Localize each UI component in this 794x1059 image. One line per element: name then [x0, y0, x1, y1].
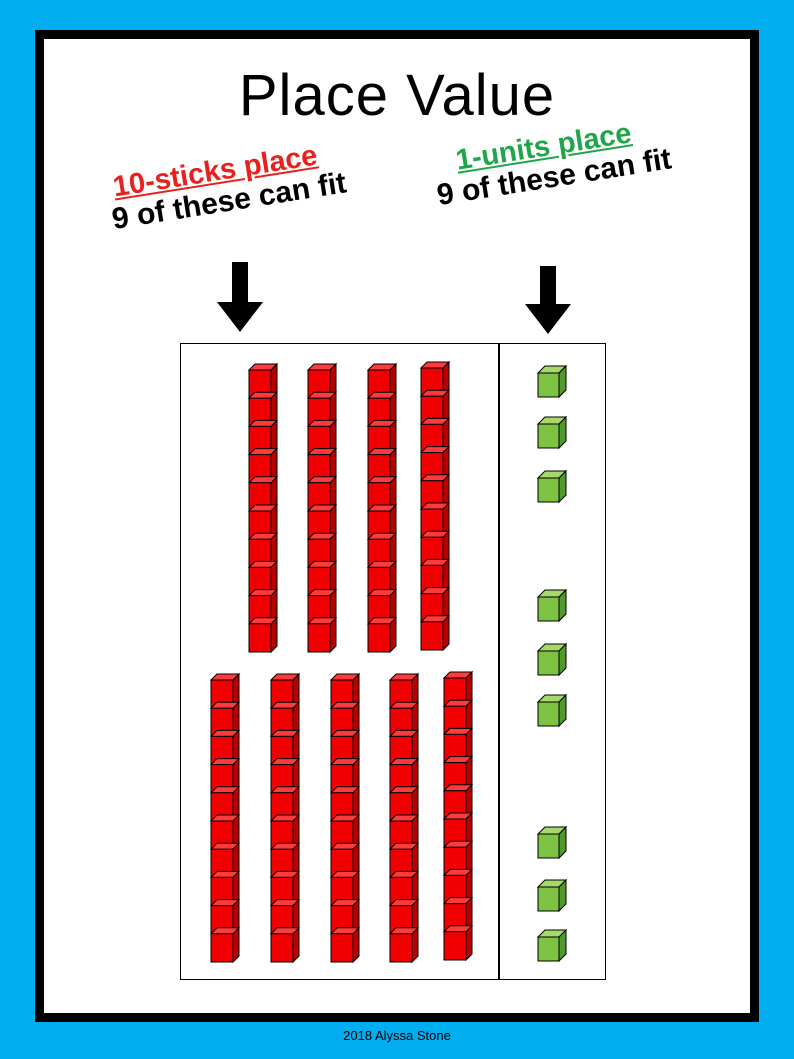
ten-stick: [368, 364, 396, 652]
unit-cube: [538, 644, 566, 675]
copyright-footer: 2018 Alyssa Stone: [0, 1028, 794, 1043]
unit-cube: [538, 471, 566, 502]
unit-cube: [538, 827, 566, 858]
ten-stick: [331, 674, 359, 962]
unit-cube: [538, 930, 566, 961]
ten-stick: [390, 674, 418, 962]
ten-stick: [249, 364, 277, 652]
ten-stick: [271, 674, 299, 962]
ten-stick: [444, 672, 472, 960]
unit-cube: [538, 880, 566, 911]
ten-stick: [421, 362, 449, 650]
unit-cube: [538, 417, 566, 448]
unit-cube: [538, 695, 566, 726]
ten-stick: [211, 674, 239, 962]
ten-stick: [308, 364, 336, 652]
unit-cube: [538, 366, 566, 397]
unit-cube: [538, 590, 566, 621]
